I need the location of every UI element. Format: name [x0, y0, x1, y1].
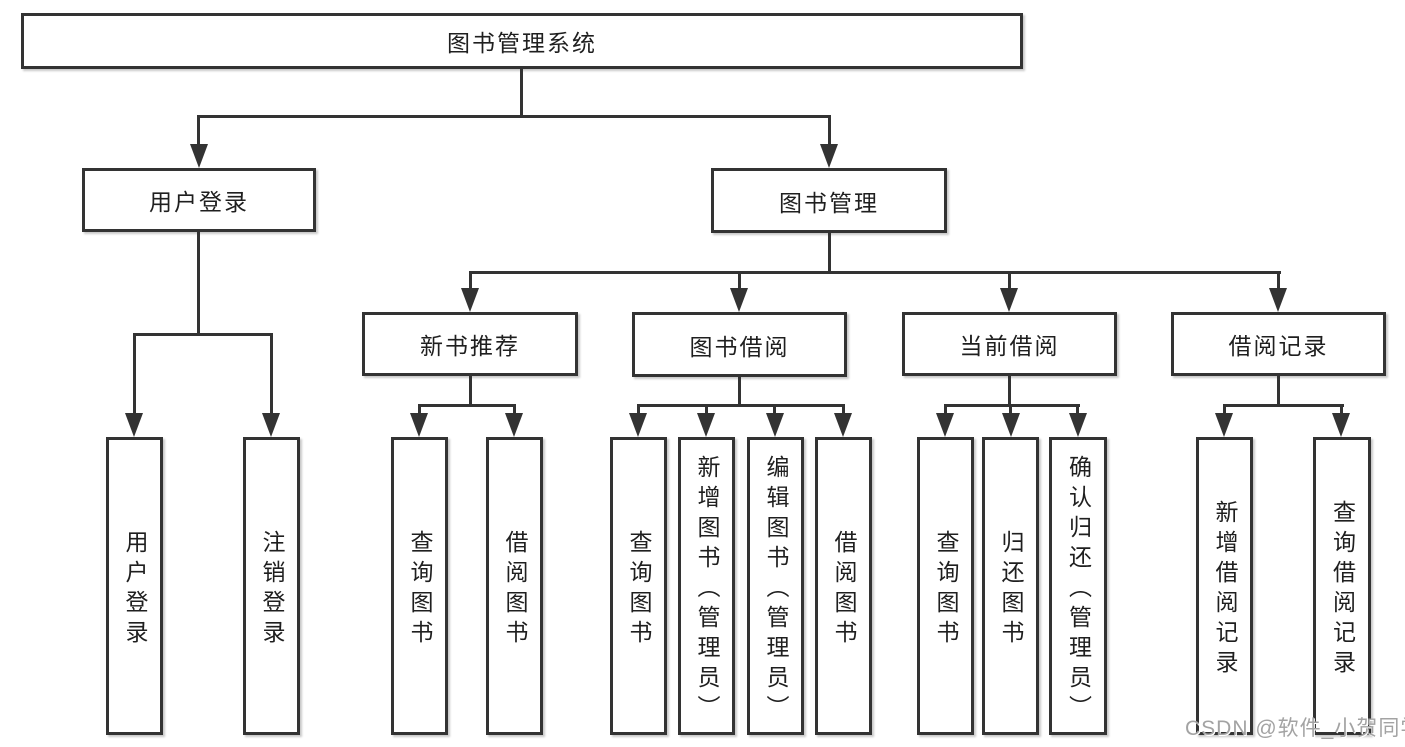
connector-to-new-book-stem: [469, 271, 472, 290]
leaf-rec-query-record: 查询借阅记录: [1313, 437, 1371, 735]
leaf-cb-confirm-return-admin: 确认归还（管理员）: [1049, 437, 1107, 735]
arrowhead-to-user-login: [190, 144, 208, 168]
node-book-management-group: 图书管理: [711, 168, 947, 233]
leaf-cb-return-book: 归还图书: [982, 437, 1039, 735]
connector-to-bb-borrow-stem: [842, 404, 845, 415]
connector-to-nb-borrow-stem: [513, 404, 516, 415]
connector-book-borrow-crossbar: [637, 404, 845, 407]
connector-to-bb-query-stem: [637, 404, 640, 415]
connector-to-nb-query-stem: [418, 404, 421, 415]
leaf-cb-return-book-label: 归还图书: [998, 529, 1024, 650]
connector-to-user-login-stem: [197, 115, 200, 146]
connector-to-cb-query-stem: [944, 404, 947, 415]
leaf-bb-query-book-label: 查询图书: [626, 529, 652, 650]
leaf-logout: 注销登录: [243, 437, 300, 735]
connector-to-bb-add-stem: [705, 404, 708, 415]
node-user-login-group: 用户登录: [82, 168, 316, 232]
arrowhead-to-current-borrow: [1000, 288, 1018, 312]
connector-to-cb-confirm-stem: [1076, 404, 1079, 415]
leaf-nb-borrow-book-label: 借阅图书: [502, 529, 528, 650]
arrowhead-to-bb-borrow: [834, 413, 852, 437]
connector-to-bb-edit-stem: [773, 404, 776, 415]
node-book-management-group-label: 图书管理: [779, 189, 879, 216]
node-current-borrow: 当前借阅: [902, 312, 1117, 376]
leaf-bb-borrow-book: 借阅图书: [815, 437, 872, 735]
connector-to-login-leaf-stem: [133, 333, 136, 413]
node-book-borrow: 图书借阅: [632, 312, 847, 377]
connector-login-crossbar: [133, 333, 273, 336]
arrowhead-to-bb-query: [629, 413, 647, 437]
connector-book-borrow-stem: [738, 377, 741, 406]
connector-to-logout-leaf-stem: [270, 333, 273, 413]
node-borrow-records-label: 借阅记录: [1228, 333, 1329, 359]
watermark: CSDN @软件_小贺同学: [1185, 717, 1405, 740]
connector-to-cb-return-stem: [1009, 404, 1012, 415]
arrowhead-to-records: [1269, 288, 1287, 312]
connector-to-book-management-stem: [828, 115, 831, 146]
leaf-cb-query-book-label: 查询图书: [933, 529, 959, 650]
leaf-bb-add-book-admin: 新增图书（管理员）: [678, 437, 735, 735]
leaf-nb-borrow-book: 借阅图书: [486, 437, 543, 735]
arrowhead-to-cb-return: [1002, 413, 1020, 437]
connector-root-stem: [520, 69, 523, 118]
arrowhead-to-bb-add: [697, 413, 715, 437]
leaf-bb-edit-book-admin-label: 编辑图书（管理员）: [763, 454, 789, 725]
leaf-nb-query-book: 查询图书: [391, 437, 448, 735]
leaf-rec-add-record: 新增借阅记录: [1196, 437, 1253, 735]
node-new-book-recommend: 新书推荐: [362, 312, 578, 376]
connector-to-records-stem: [1277, 271, 1280, 290]
arrowhead-to-logout-leaf: [262, 413, 280, 437]
leaf-bb-query-book: 查询图书: [610, 437, 667, 735]
leaf-bb-edit-book-admin: 编辑图书（管理员）: [747, 437, 804, 735]
connector-mgmt-crossbar: [469, 271, 1281, 274]
connector-current-borrow-crossbar: [944, 404, 1080, 407]
connector-current-borrow-stem: [1008, 376, 1011, 406]
connector-records-stem: [1277, 376, 1280, 406]
leaf-user-login: 用户登录: [106, 437, 163, 735]
arrowhead-to-book-borrow: [730, 288, 748, 312]
node-new-book-recommend-label: 新书推荐: [420, 333, 520, 359]
leaf-cb-query-book: 查询图书: [917, 437, 974, 735]
connector-mgmt-stem: [828, 233, 831, 274]
node-borrow-records: 借阅记录: [1171, 312, 1386, 376]
node-current-borrow-label: 当前借阅: [959, 333, 1060, 359]
arrowhead-to-rec-query: [1332, 413, 1350, 437]
arrowhead-to-cb-confirm: [1069, 413, 1087, 437]
connector-new-book-crossbar: [418, 404, 516, 407]
leaf-logout-label: 注销登录: [259, 529, 285, 650]
arrowhead-to-cb-query: [936, 413, 954, 437]
node-user-login-group-label: 用户登录: [149, 189, 249, 215]
leaf-bb-borrow-book-label: 借阅图书: [831, 529, 857, 650]
connector-records-crossbar: [1223, 404, 1344, 407]
leaf-rec-add-record-label: 新增借阅记录: [1212, 499, 1238, 680]
node-library-system: 图书管理系统: [21, 13, 1023, 69]
leaf-nb-query-book-label: 查询图书: [407, 529, 433, 650]
arrowhead-to-new-book: [461, 288, 479, 312]
node-library-system-label: 图书管理系统: [447, 30, 597, 56]
arrowhead-to-bb-edit: [766, 413, 784, 437]
arrowhead-to-nb-query: [410, 413, 428, 437]
connector-to-book-borrow-stem: [738, 271, 741, 290]
connector-to-current-borrow-stem: [1008, 271, 1011, 290]
connector-to-rec-query-stem: [1340, 404, 1343, 415]
arrowhead-to-nb-borrow: [505, 413, 523, 437]
arrowhead-to-rec-add: [1215, 413, 1233, 437]
connector-new-book-stem: [469, 376, 472, 407]
arrowhead-to-book-management: [820, 144, 838, 168]
connector-root-crossbar: [197, 115, 831, 118]
node-book-borrow-label: 图书借阅: [689, 333, 790, 360]
connector-login-stem: [197, 232, 200, 335]
leaf-rec-query-record-label: 查询借阅记录: [1329, 499, 1356, 680]
arrowhead-to-login-leaf: [125, 413, 143, 437]
leaf-cb-confirm-return-admin-label: 确认归还（管理员）: [1065, 454, 1092, 725]
connector-to-rec-add-stem: [1223, 404, 1226, 415]
leaf-user-login-label: 用户登录: [122, 529, 148, 650]
leaf-bb-add-book-admin-label: 新增图书（管理员）: [694, 454, 720, 725]
